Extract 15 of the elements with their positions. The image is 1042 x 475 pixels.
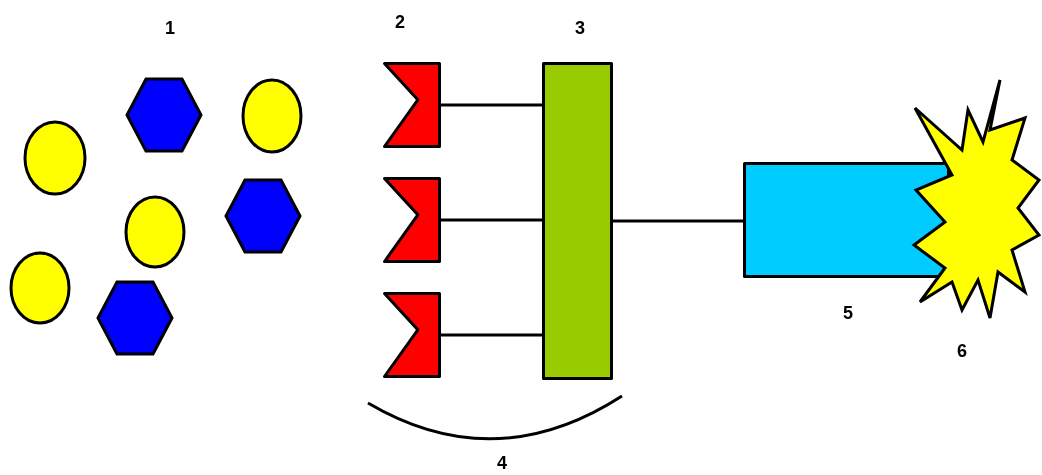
callout-number: 1 [165,17,175,39]
notched-shape [383,62,441,148]
callout-number: 5 [843,302,853,324]
rectangle [743,162,950,278]
connector-line [441,333,542,337]
notched-shape [383,177,441,263]
notched-shape [383,292,441,378]
vertical-bar [542,62,613,380]
callout-number: 6 [957,340,967,362]
connector-line [441,103,542,107]
callout-number: 2 [395,11,405,33]
callout-number: 3 [575,17,585,39]
connector-line [613,219,743,223]
callout-number: 4 [497,452,507,474]
connector-line [441,218,542,222]
